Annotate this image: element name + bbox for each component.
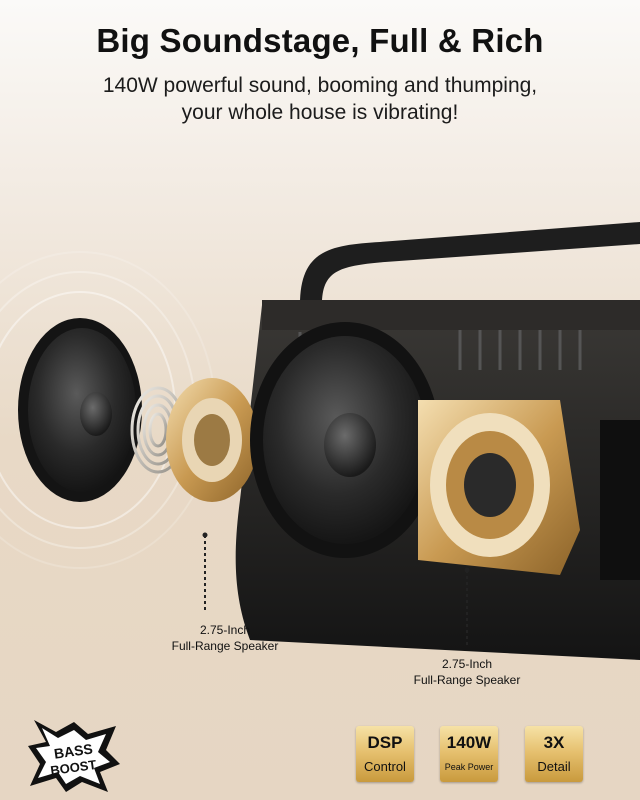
badge-dsp-control: DSP Control (356, 726, 414, 782)
subheadline: 140W powerful sound, booming and thumpin… (0, 72, 640, 126)
right-speaker-label: 2.75-Inch Full-Range Speaker (400, 656, 534, 688)
right-speaker-label-size: 2.75-Inch (441, 657, 493, 671)
headline: Big Soundstage, Full & Rich (96, 22, 544, 59)
badge-detail: 3X Detail (525, 726, 583, 782)
subheadline-line-2: your whole house is vibrating! (181, 101, 459, 124)
left-magnet-frame (166, 378, 258, 502)
right-speaker-label-type: Full-Range Speaker (413, 673, 521, 687)
badge-detail-caption: Detail (537, 759, 571, 774)
badge-peak-power-title: 140W (446, 733, 492, 752)
right-speaker-basket (418, 400, 580, 575)
svg-text:BASS: BASS (53, 740, 94, 761)
front-woofer (250, 322, 440, 558)
badge-dsp-title: DSP (367, 733, 403, 752)
svg-text:BOOST: BOOST (49, 757, 97, 778)
badge-dsp-caption: Control (364, 759, 406, 774)
speaker-handle (300, 222, 640, 305)
subheadline-line-1: 140W powerful sound, booming and thumpin… (102, 74, 538, 97)
left-speaker-label: 2.75-Inch Full-Range Speaker (160, 622, 290, 654)
bass-boost-logo: BASS BOOST (28, 720, 120, 792)
badge-peak-power: 140W Peak Power (440, 726, 498, 782)
left-woofer (18, 318, 142, 502)
badge-detail-title: 3X (543, 733, 565, 752)
left-speaker-label-type: Full-Range Speaker (171, 639, 279, 653)
badge-peak-power-caption: Peak Power (444, 762, 494, 772)
left-speaker-label-size: 2.75-Inch (199, 623, 251, 637)
